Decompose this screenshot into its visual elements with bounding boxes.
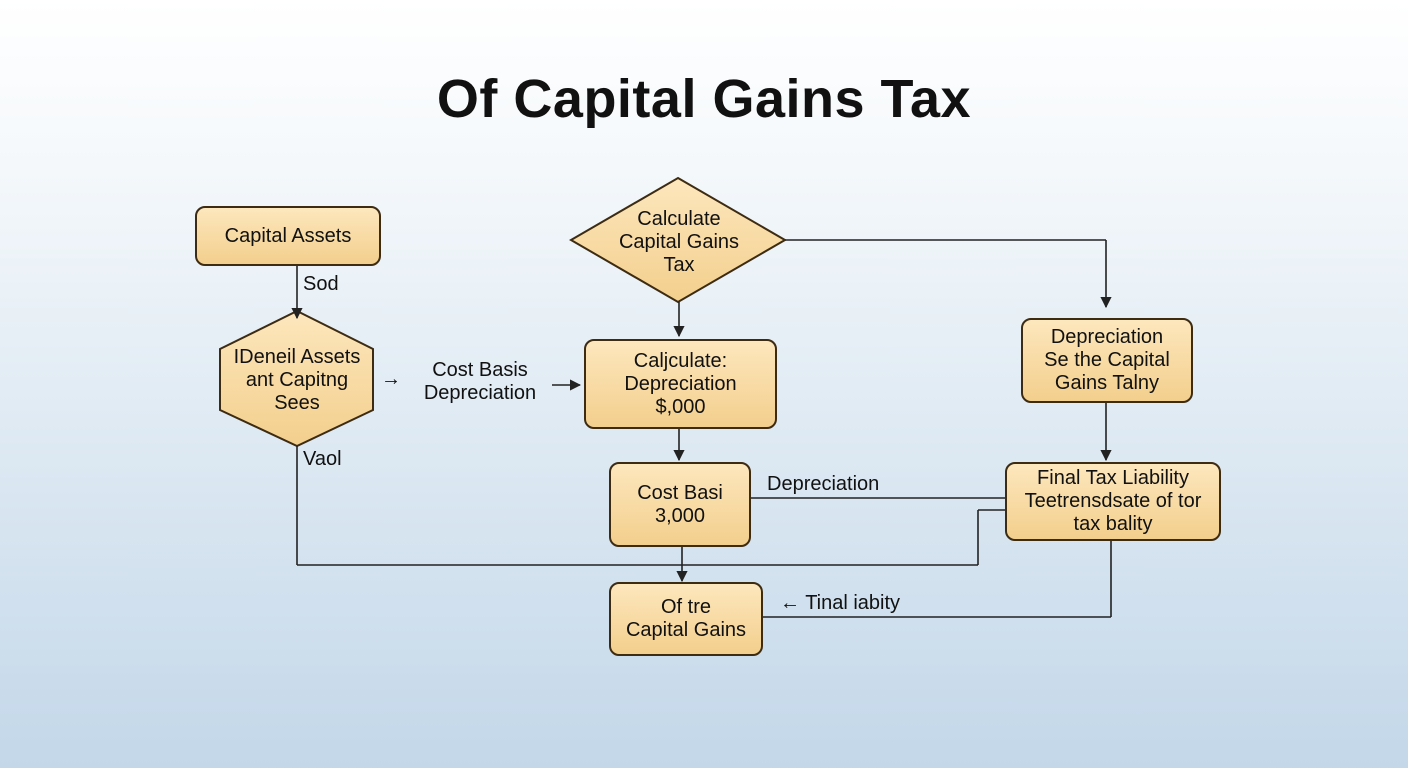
text-line: $,000 — [655, 395, 706, 418]
text-line: Cost Basis — [432, 359, 528, 381]
page-title: Of Capital Gains Tax — [436, 69, 972, 129]
label-depreciation: Depreciation — [767, 473, 880, 495]
text-line: Capital Assets — [224, 224, 352, 247]
text-line: Teetrensdsate of tor — [1024, 490, 1202, 512]
text-line: Depreciation — [624, 372, 737, 395]
calc-gains-diamond — [569, 176, 787, 304]
text-line: Calculate — [637, 207, 721, 230]
text-line: Capital Gains — [618, 230, 740, 253]
label-small-arrow: → — [381, 368, 401, 390]
node-capital-assets: Capital Assets — [195, 206, 381, 266]
text-line: IDeneil Assets — [233, 345, 361, 368]
label-sod: Sod — [303, 273, 339, 295]
label-vaol: Vaol — [303, 448, 342, 470]
text-line: Cost Basi — [637, 481, 723, 504]
text-line: Gains Talny — [1054, 372, 1160, 394]
text-line: Sees — [274, 391, 320, 414]
text-line: Caljculate: — [633, 349, 728, 372]
text-line: Of tre — [660, 596, 711, 618]
text-line: ant Capitng — [245, 368, 349, 391]
text-line: Final Tax Liability — [1037, 467, 1189, 489]
text-line: Se the Capital — [1044, 349, 1170, 371]
text-line: Depreciation — [1050, 326, 1164, 348]
text-line: Capital Gains — [625, 619, 747, 641]
text-line: Tax — [663, 253, 695, 276]
text-line: tax bality — [1073, 513, 1153, 535]
text-line: 3,000 — [654, 504, 706, 527]
node-calculate-depreciation: Caljculate:Depreciation$,000 — [584, 339, 777, 429]
text-line: Depreciation — [423, 382, 537, 404]
label-final-iabity: ← Tinal iabity — [780, 592, 901, 614]
